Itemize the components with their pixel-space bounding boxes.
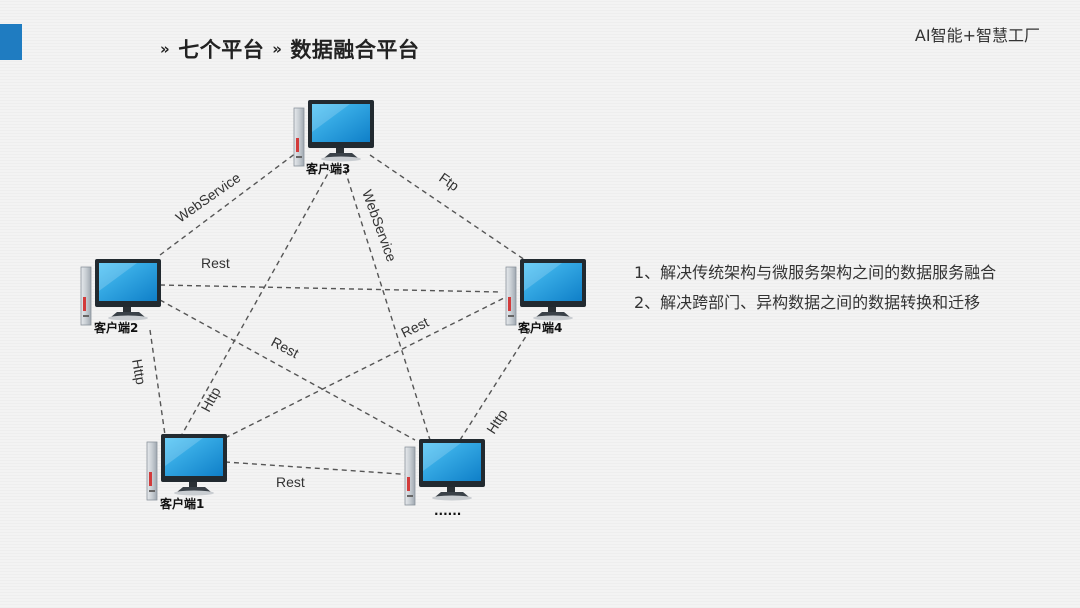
section-title: 七个平台 bbox=[178, 38, 265, 62]
list-item: 2、解决跨部门、异构数据之间的数据转换和迁移 bbox=[634, 293, 981, 312]
accent-block bbox=[0, 24, 22, 60]
edge-client3-clientmore bbox=[344, 169, 431, 441]
computer-icon bbox=[80, 258, 162, 326]
computer-icon bbox=[505, 258, 587, 326]
node-label-client1: 客户端1 bbox=[159, 496, 204, 511]
edge-label: WebService bbox=[359, 188, 400, 264]
edge-label: Http bbox=[483, 406, 511, 436]
node-label-more: ...... bbox=[434, 504, 461, 518]
edge-label: Http bbox=[198, 384, 224, 414]
edge-client1-client4 bbox=[224, 294, 511, 439]
node-label-client3: 客户端3 bbox=[305, 161, 350, 176]
edge-label: Ftp bbox=[436, 169, 462, 194]
edge-label: Http bbox=[129, 358, 149, 386]
edge-clientmore-client4 bbox=[459, 329, 531, 441]
edge-client1-clientmore bbox=[224, 461, 416, 476]
feature-list: 1、解决传统架构与微服务架构之间的数据服务融合 2、解决跨部门、异构数据之间的数… bbox=[634, 258, 996, 318]
computer-icon bbox=[293, 99, 375, 167]
subsection-title: 数据融合平台 bbox=[290, 38, 420, 62]
edge-label: Rest bbox=[276, 474, 305, 490]
list-item: 1、解决传统架构与微服务架构之间的数据服务融合 bbox=[634, 263, 997, 282]
edge-label: WebService bbox=[173, 169, 244, 225]
edge-client2-client1 bbox=[149, 329, 166, 436]
edge-client3-client4 bbox=[369, 154, 526, 261]
node-label-client4: 客户端4 bbox=[517, 320, 562, 335]
computer-icon bbox=[404, 438, 486, 506]
computer-icon bbox=[146, 433, 228, 501]
chevron-icon: » bbox=[160, 40, 171, 58]
edge-client1-client3 bbox=[179, 169, 331, 439]
node-label-client2: 客户端2 bbox=[93, 320, 138, 335]
edge-client2-client3 bbox=[159, 149, 301, 256]
edge-client2-clientmore bbox=[159, 299, 416, 441]
edge-client2-client4 bbox=[159, 284, 501, 293]
brand-label: AI智能+智慧工厂 bbox=[914, 26, 1040, 45]
edge-label: Rest bbox=[201, 255, 230, 271]
edge-label: Rest bbox=[269, 334, 302, 362]
chevron-icon: » bbox=[272, 40, 283, 58]
page-title: » 七个平台 » 数据融合平台 bbox=[160, 34, 419, 64]
